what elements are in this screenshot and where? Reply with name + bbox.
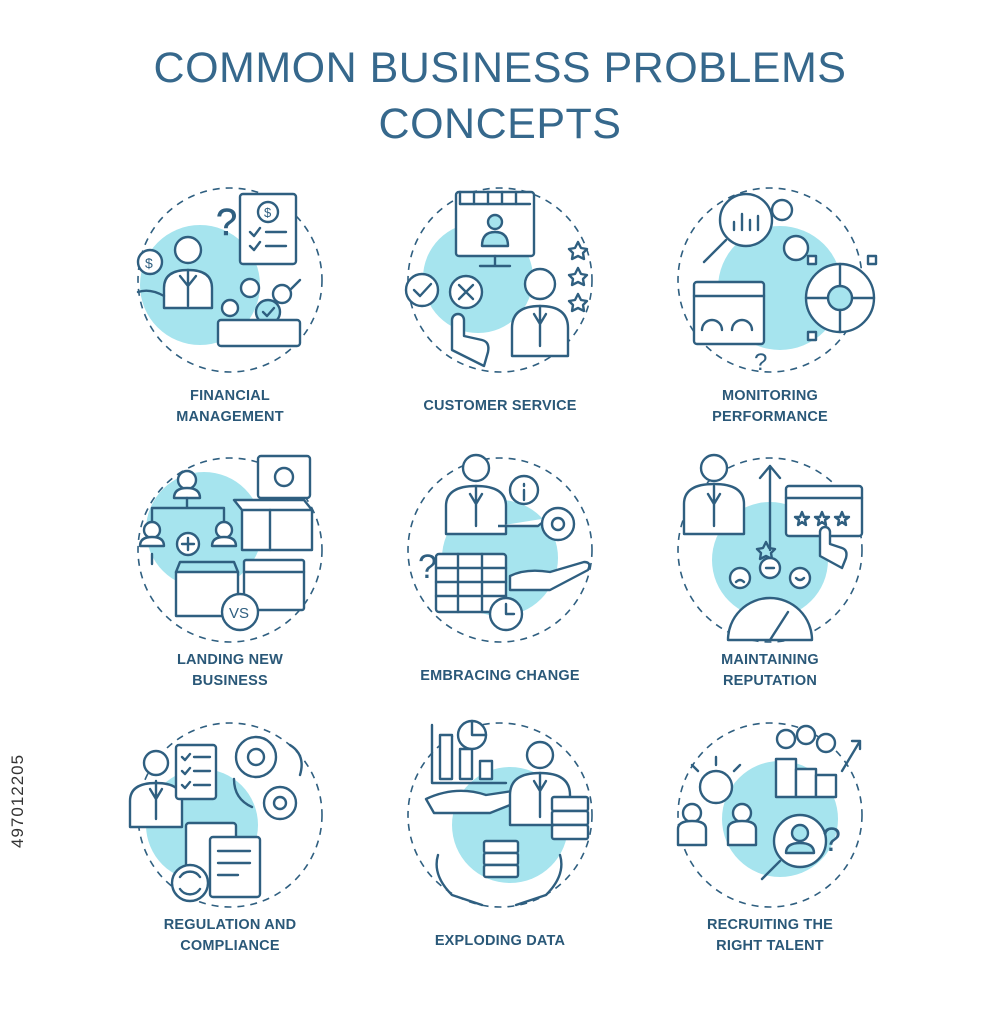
svg-text:?: ? — [418, 548, 437, 586]
landing-new-business-icon: VS — [137, 454, 323, 643]
financial-management-icon: $ ? $ — [136, 187, 323, 373]
exploding-data-icon — [407, 719, 593, 908]
page-title-line-1: COMMON BUSINESS PROBLEMS — [153, 44, 847, 92]
caption-exploding-data: EXPLODING DATA — [434, 933, 566, 949]
monitoring-performance-icon: ? — [677, 187, 878, 376]
customer-service-icon — [404, 187, 593, 373]
svg-text:$: $ — [264, 205, 272, 220]
concept-customer-service: CUSTOMER SERVICE — [350, 180, 650, 480]
regulation-compliance-icon — [128, 722, 323, 908]
svg-text:VS: VS — [229, 605, 249, 622]
caption-embracing-change: EMBRACING CHANGE — [420, 668, 580, 684]
concept-embracing-change: ? EMBRACING CHANGE — [350, 450, 650, 750]
concept-exploding-data: EXPLODING DATA — [350, 715, 650, 1015]
svg-text:$: $ — [145, 255, 153, 271]
page-title-line-2: CONCEPTS — [378, 100, 622, 148]
svg-text:?: ? — [754, 349, 767, 376]
embracing-change-icon: ? — [407, 453, 593, 643]
recruiting-talent-icon: ? — [676, 722, 863, 908]
svg-text:?: ? — [822, 821, 841, 859]
stock-image-id: 497012205 — [8, 753, 27, 848]
svg-text:?: ? — [216, 202, 237, 244]
maintaining-reputation-icon — [677, 453, 864, 643]
caption-customer-service: CUSTOMER SERVICE — [423, 398, 577, 414]
